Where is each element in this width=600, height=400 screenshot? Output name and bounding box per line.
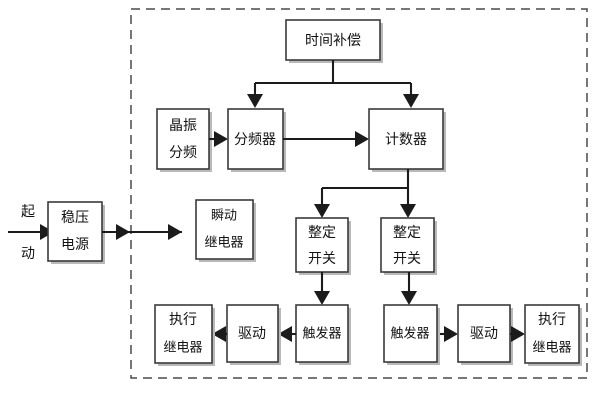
block-power-label-line1: 稳压 (61, 210, 89, 226)
block-crystal-divider[interactable]: 晶振 分频 (156, 108, 212, 172)
start-signal-label-line2: 动 (21, 246, 35, 262)
block-crystal-divider-label-line1: 晶振 (169, 118, 197, 134)
block-trigger-right-label: 触发器 (390, 326, 429, 342)
block-trigger-left-label: 触发器 (302, 326, 341, 342)
edge-crystal-to-frequency-divider (209, 131, 228, 147)
block-exec-relay-right-label-line1: 执行 (538, 312, 566, 328)
block-exec-relay-left-label-line2: 继电器 (163, 341, 202, 356)
block-counter[interactable]: 计数器 (368, 108, 446, 172)
edge-time-compensation-bus (247, 60, 419, 108)
edge-frequency-divider-to-counter (283, 131, 369, 147)
block-setting-switch-right-label-line2: 开关 (393, 251, 421, 267)
block-driver-left[interactable]: 驱动 (226, 304, 281, 365)
block-trigger-left[interactable]: 触发器 (295, 304, 351, 365)
block-counter-label: 计数器 (385, 132, 427, 148)
edge-trigger-left-to-driver-left (278, 326, 296, 342)
block-frequency-divider-label: 分频器 (234, 132, 276, 148)
block-trigger-right[interactable]: 触发器 (383, 304, 440, 365)
block-power-label-line2: 电源 (61, 237, 89, 253)
block-frequency-divider[interactable]: 分频器 (227, 108, 286, 172)
edge-setting-switch-left-to-trigger-left (314, 272, 330, 305)
edge-power-to-instant-relay (102, 224, 182, 240)
edge-setting-switch-right-to-trigger-right (401, 272, 417, 305)
block-instant-relay[interactable]: 瞬动 继电器 (195, 199, 256, 262)
block-power[interactable]: 稳压 电源 (47, 201, 105, 264)
block-instant-relay-label-line1: 瞬动 (211, 209, 237, 224)
block-crystal-divider-label-line2: 分频 (169, 145, 197, 161)
block-exec-relay-left[interactable]: 执行 继电器 (154, 304, 215, 366)
block-driver-right[interactable]: 驱动 (457, 304, 513, 365)
block-time-compensation-label: 时间补偿 (305, 33, 361, 49)
edge-trigger-right-to-driver-right (440, 326, 458, 342)
edge-driver-right-to-exec-relay-right (510, 326, 525, 342)
block-setting-switch-left-label-line2: 开关 (308, 251, 336, 267)
block-setting-switch-left-label-line1: 整定 (308, 225, 336, 241)
edge-counter-bus (314, 169, 416, 218)
block-time-compensation[interactable]: 时间补偿 (285, 19, 383, 63)
start-signal-arrow (8, 224, 54, 240)
block-driver-left-label: 驱动 (238, 326, 266, 342)
block-setting-switch-right[interactable]: 整定 开关 (380, 217, 437, 275)
edge-driver-left-to-exec-relay-left (212, 326, 227, 342)
dashed-enclosure-boundary (130, 8, 588, 379)
start-signal-label-line1: 起 (21, 204, 35, 220)
block-setting-switch-right-label-line1: 整定 (393, 225, 421, 241)
block-exec-relay-right-label-line2: 继电器 (532, 341, 571, 356)
block-setting-switch-left[interactable]: 整定 开关 (295, 217, 351, 275)
block-driver-right-label: 驱动 (470, 326, 498, 342)
block-instant-relay-label-line2: 继电器 (204, 236, 243, 251)
block-exec-relay-left-label-line1: 执行 (169, 312, 197, 328)
block-exec-relay-right[interactable]: 执行 继电器 (524, 304, 582, 366)
